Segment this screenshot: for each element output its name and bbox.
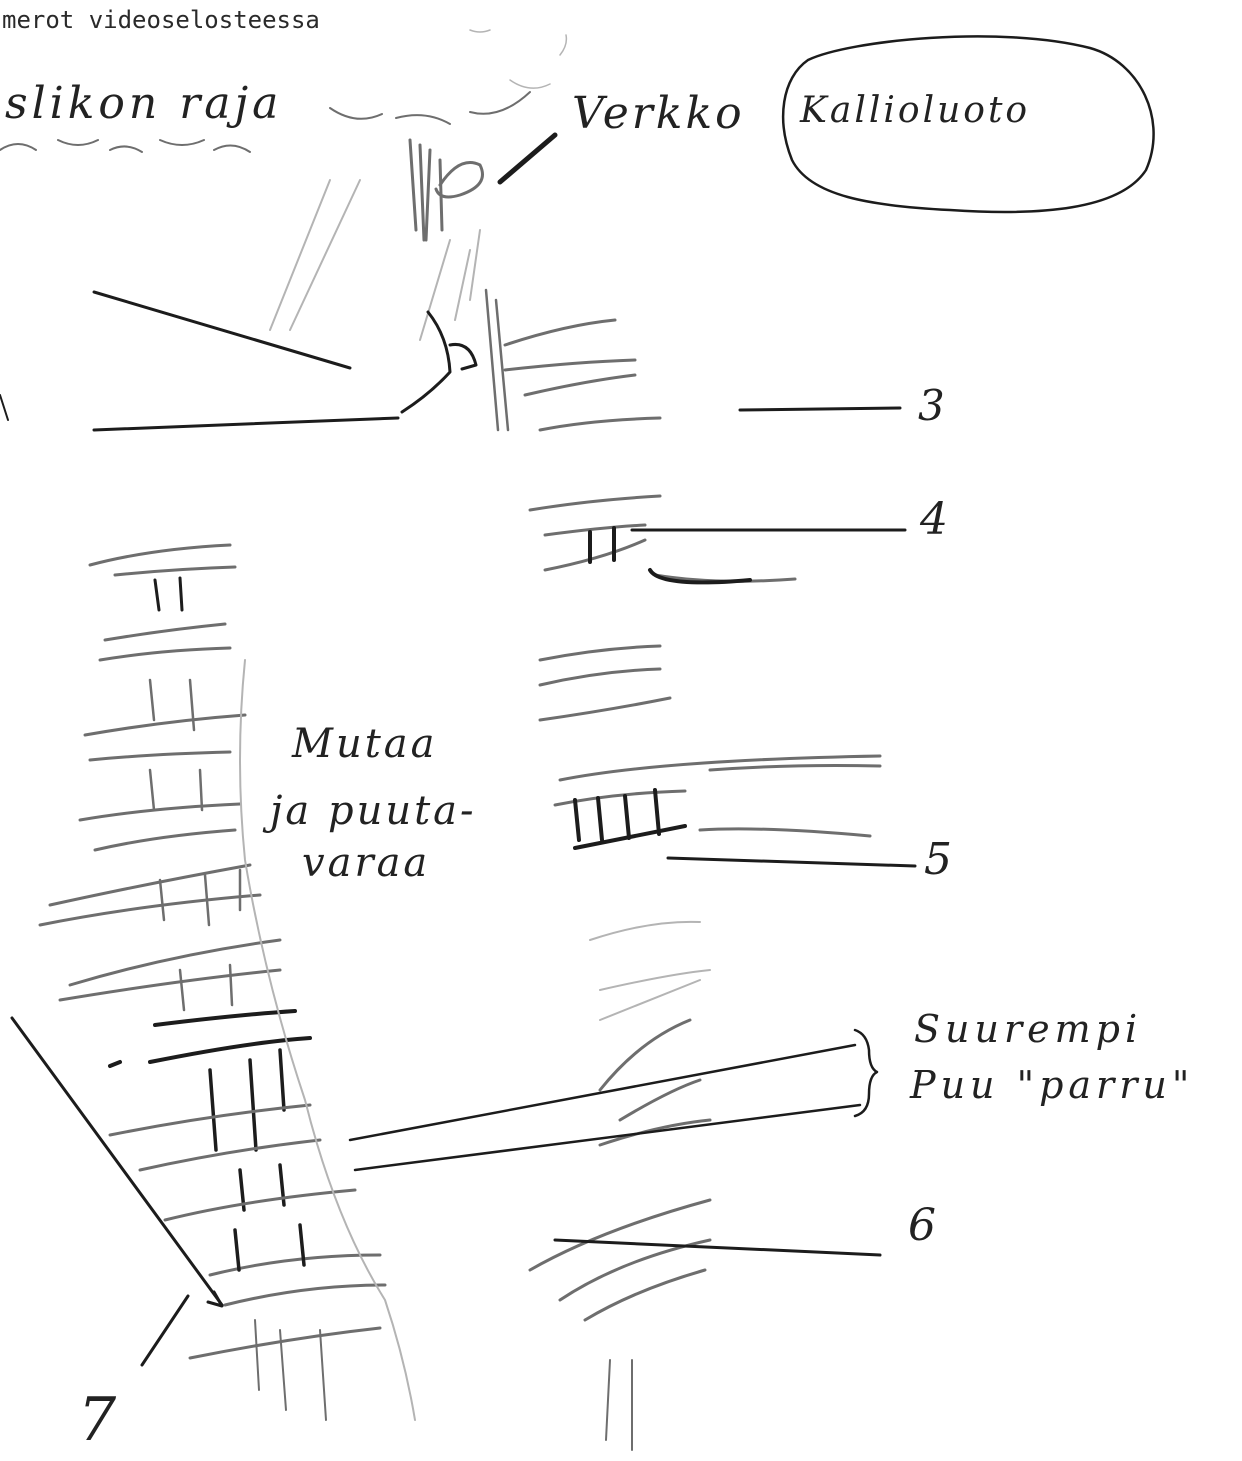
mud-label-line2: ja puuta- (262, 788, 477, 834)
rock-label: Kallioluoto (799, 90, 1030, 131)
marker-3-line (740, 408, 900, 410)
net-pointer (500, 135, 555, 182)
faint-rays (270, 180, 480, 340)
net-label: Verkko (572, 88, 745, 139)
larger-beam (350, 1030, 877, 1170)
mud-label-line3: varaa (302, 840, 430, 886)
boundary-label: slikon raja (5, 78, 282, 129)
larger-label-line1: Suurempi (914, 1007, 1142, 1051)
marker-5: 5 (924, 834, 952, 885)
mud-label-line1: Mutaa (291, 721, 438, 767)
marker-4: 4 (919, 494, 948, 545)
left-pointer-lines (0, 292, 398, 430)
right-sketch-strokes (530, 922, 710, 1450)
marker-7: 7 (78, 1385, 117, 1455)
marker-7-lines (12, 1018, 222, 1365)
right-planks (505, 320, 880, 848)
left-planks (40, 545, 415, 1420)
marker-6-line (555, 1240, 880, 1255)
header-text: merot videoselosteessa (2, 6, 320, 34)
rock-islet: Kallioluoto (783, 36, 1153, 212)
marker-3: 3 (918, 381, 945, 430)
larger-label-line2: Puu "parru" (909, 1063, 1194, 1107)
upper-object (402, 290, 508, 430)
net-object (410, 140, 483, 240)
marker-6: 6 (908, 1200, 936, 1251)
marker-5-line (668, 858, 915, 866)
